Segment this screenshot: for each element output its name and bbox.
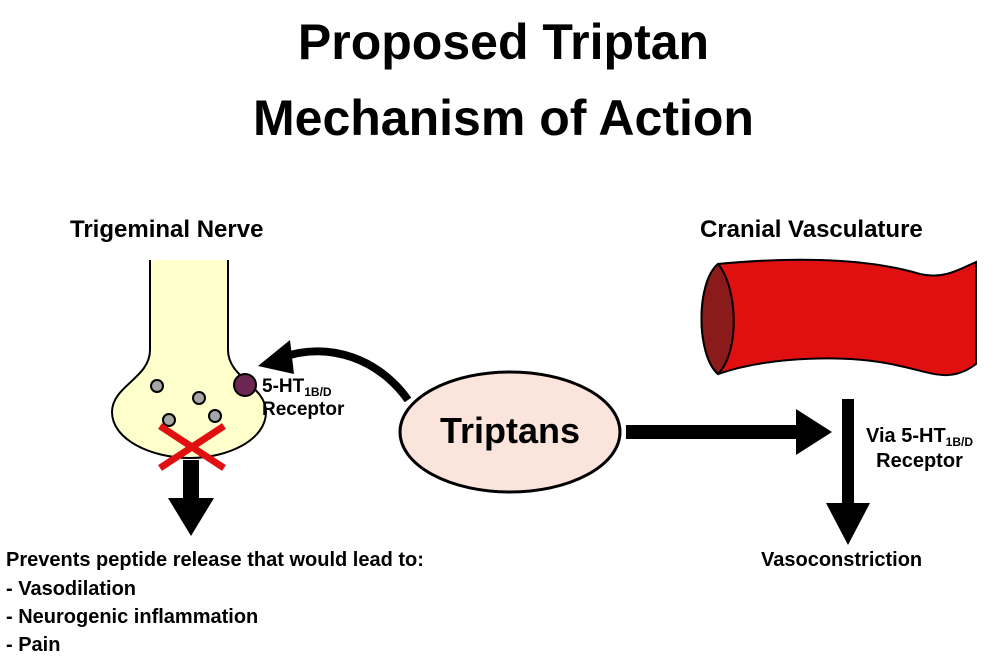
cranial-vasculature-heading: Cranial Vasculature bbox=[700, 216, 923, 243]
vesicle bbox=[192, 391, 206, 405]
outcome-item: - Neurogenic inflammation bbox=[6, 606, 259, 628]
receptor-label: 5-HT1B/D Receptor bbox=[262, 375, 344, 421]
outcome-item: - Pain bbox=[6, 634, 61, 656]
via-label-word: Receptor bbox=[876, 450, 963, 472]
page-title-line-2: Mechanism of Action bbox=[253, 90, 754, 146]
vesicle bbox=[150, 379, 164, 393]
down-arrow-icon bbox=[168, 460, 214, 536]
receptor-icon bbox=[233, 373, 257, 397]
blood-vessel-icon bbox=[700, 258, 977, 377]
page-title-line-1: Proposed Triptan bbox=[297, 14, 710, 70]
down-arrow-icon bbox=[826, 399, 870, 545]
trigeminal-nerve-heading: Trigeminal Nerve bbox=[70, 216, 264, 243]
outcome-item: - Vasodilation bbox=[6, 578, 137, 600]
via-label-subscript: 1B/D bbox=[945, 435, 974, 449]
vesicle bbox=[162, 413, 176, 427]
triptans-node bbox=[398, 370, 622, 494]
vesicle bbox=[208, 409, 222, 423]
right-arrow-icon bbox=[626, 409, 832, 455]
receptor-label-word: Receptor bbox=[262, 399, 345, 420]
via-label-prefix: Via 5-HT bbox=[866, 425, 946, 447]
outcome-lead: Prevents peptide release that would lead… bbox=[6, 549, 424, 571]
receptor-label-prefix: 5-HT bbox=[262, 376, 305, 397]
block-x-icon bbox=[158, 423, 226, 471]
via-receptor-label: Via 5-HT1B/D Receptor bbox=[866, 424, 973, 474]
curved-arrow-icon bbox=[258, 340, 412, 403]
triptans-label: Triptans bbox=[439, 410, 581, 451]
nerve-terminal bbox=[110, 260, 268, 460]
receptor-label-subscript: 1B/D bbox=[304, 385, 332, 399]
vasoconstriction-label: Vasoconstriction bbox=[761, 549, 923, 571]
